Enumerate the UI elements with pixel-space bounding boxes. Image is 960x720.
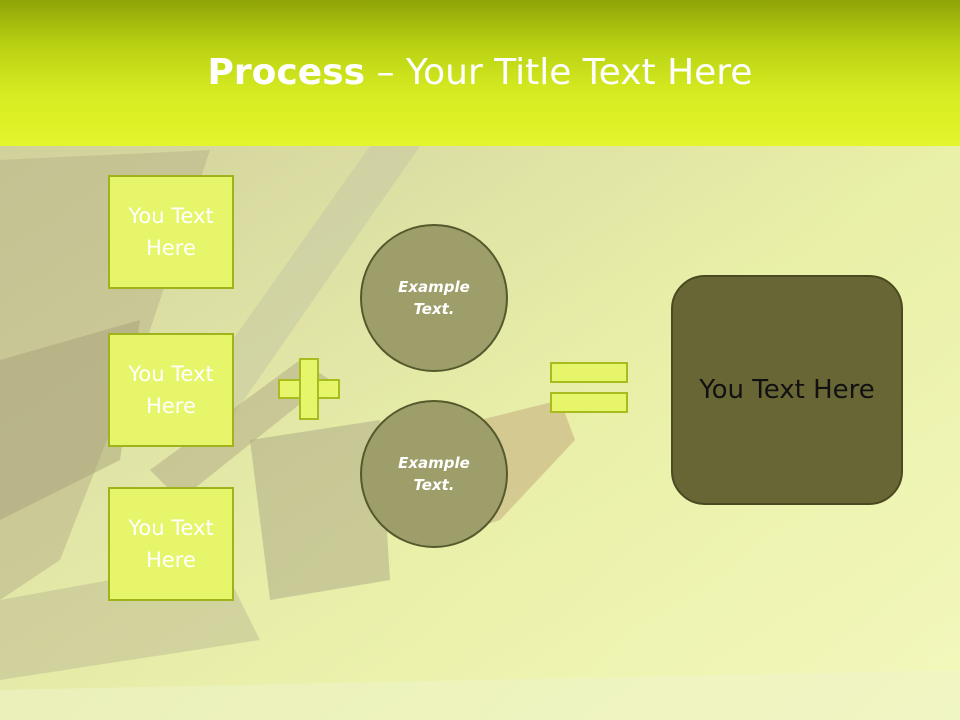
title-separator: –: [365, 52, 406, 93]
equals-icon: [550, 362, 628, 414]
title-rest: Your Title Text Here: [405, 52, 753, 93]
header-band: [0, 0, 960, 146]
text-box-2: You Text Here: [108, 333, 234, 447]
text-box-3: You Text Here: [108, 487, 234, 601]
example-circle-2: Example Text.: [360, 400, 508, 548]
text-box-3-label: You Text Here: [128, 516, 214, 572]
title-bold: Process: [207, 52, 366, 93]
text-box-2-label: You Text Here: [128, 362, 214, 418]
text-box-1-label: You Text Here: [128, 204, 214, 260]
example-circle-1-label: Example Text.: [398, 278, 470, 318]
example-circle-2-label: Example Text.: [398, 454, 470, 494]
text-box-1: You Text Here: [108, 175, 234, 289]
example-circle-1: Example Text.: [360, 224, 508, 372]
slide-title: Process – Your Title Text Here: [0, 52, 960, 93]
plus-icon: [278, 358, 340, 420]
result-box-label: You Text Here: [699, 375, 875, 405]
result-box: You Text Here: [671, 275, 903, 505]
